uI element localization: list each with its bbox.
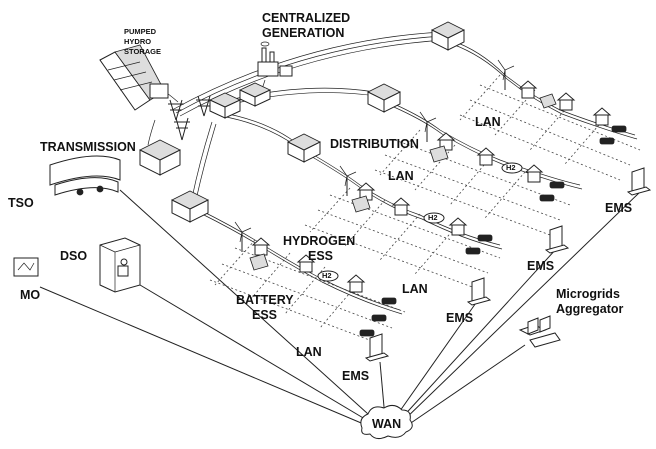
ems-laptops (364, 167, 652, 362)
distribution-label: DISTRIBUTION (330, 137, 419, 151)
electric-car-icon (611, 125, 627, 133)
house-icon (476, 147, 496, 166)
substation-icon (367, 83, 401, 113)
house-icon (448, 217, 468, 236)
svg-text:H2: H2 (428, 213, 438, 222)
centralized-generation-label-line2: GENERATION (262, 26, 344, 40)
pumped-hydro-label-line2: HYDRO (124, 37, 151, 46)
wan-link-ems-3 (399, 247, 558, 421)
wan-link-mo (39, 286, 374, 429)
hydrogen-ess-label-line1: HYDROGEN (283, 234, 355, 248)
wind-turbine-icon (234, 221, 252, 252)
wan-label: WAN (372, 417, 401, 431)
tso-label: TSO (8, 196, 34, 210)
svg-text:H2: H2 (322, 271, 332, 280)
substation-icon (239, 82, 271, 107)
mo-label: MO (20, 288, 40, 302)
lan-label-1: LAN (475, 115, 501, 129)
wan-links (39, 189, 641, 429)
electric-car-icon (549, 181, 565, 189)
house-icon (296, 254, 316, 273)
house-icon (592, 107, 612, 126)
transmission-tower-icon (168, 95, 212, 141)
labels: PUMPED HYDRO STORAGE CENTRALIZED GENERAT… (8, 11, 632, 431)
electric-car-icon (477, 234, 493, 242)
svg-text:H2: H2 (506, 163, 516, 172)
electric-car-icon (359, 329, 375, 337)
house-icon (346, 274, 366, 293)
hydrogen-ess-label-line2: ESS (308, 249, 333, 263)
solar-panel-icon (249, 253, 269, 271)
control-room-icon (49, 155, 121, 196)
monitor-icon (13, 257, 39, 277)
electric-car-icon (539, 194, 555, 202)
wan-link-tso (119, 189, 379, 424)
centralized-generation-label-line1: CENTRALIZED (262, 11, 350, 25)
wan-link-aggregator (404, 344, 526, 428)
substation-icon (431, 21, 465, 51)
laptop-icon (544, 225, 570, 254)
hydrogen-tank-icon: H2 (501, 162, 523, 174)
cloud-icon (360, 404, 413, 440)
substations (139, 21, 465, 223)
power-plant-icon (257, 41, 293, 77)
microgrids-aggregator-label-line2: Aggregator (556, 302, 624, 316)
ems-label-1: EMS (605, 201, 632, 215)
house-icon (436, 132, 456, 151)
substation-icon (139, 139, 181, 176)
lan-label-2: LAN (388, 169, 414, 183)
laptop-icon (466, 277, 492, 306)
operator-desk-icon (99, 237, 141, 293)
lan-label-4: LAN (296, 345, 322, 359)
solar-panel-icon (539, 93, 557, 109)
battery-ess-label-line2: ESS (252, 308, 277, 322)
microgrid-assets: H2 H2 H2 (249, 80, 627, 337)
pumped-hydro-dam-icon (99, 44, 169, 111)
electric-car-icon (371, 314, 387, 322)
solar-panel-icon (429, 145, 449, 163)
wind-turbine-icon (339, 165, 357, 196)
substation-icon (171, 190, 209, 223)
dso-label: DSO (60, 249, 87, 263)
microgrids-aggregator-label-line1: Microgrids (556, 287, 620, 301)
hydrogen-tank-icon: H2 (317, 270, 339, 282)
wan-link-ems-2 (394, 299, 479, 419)
ems-label-3: EMS (446, 311, 473, 325)
ems-label-4: EMS (342, 369, 369, 383)
wan-link-dso (134, 281, 376, 426)
electric-car-icon (381, 297, 397, 305)
wind-turbine-icon (497, 59, 515, 90)
house-icon (518, 80, 538, 99)
aggregator-workstation-icon (518, 315, 561, 348)
pumped-hydro-label-line1: PUMPED (124, 27, 157, 36)
laptop-icon (626, 167, 652, 196)
house-icon (391, 197, 411, 216)
lan-label-3: LAN (402, 282, 428, 296)
transmission-label: TRANSMISSION (40, 140, 136, 154)
electric-car-icon (599, 137, 615, 145)
electric-car-icon (465, 247, 481, 255)
wind-turbine-icon (419, 111, 437, 142)
wind-turbines (234, 59, 515, 252)
battery-ess-label-line1: BATTERY (236, 293, 294, 307)
ems-label-2: EMS (527, 259, 554, 273)
hydrogen-tank-icon: H2 (423, 212, 445, 224)
wan-link-ems-4 (401, 191, 641, 423)
house-icon (556, 92, 576, 111)
house-icon (524, 164, 544, 183)
substation-icon (287, 133, 321, 163)
solar-panel-icon (351, 195, 371, 213)
substation-icon (209, 92, 241, 119)
laptop-icon (364, 333, 390, 362)
pumped-hydro-label-line3: STORAGE (124, 47, 161, 56)
